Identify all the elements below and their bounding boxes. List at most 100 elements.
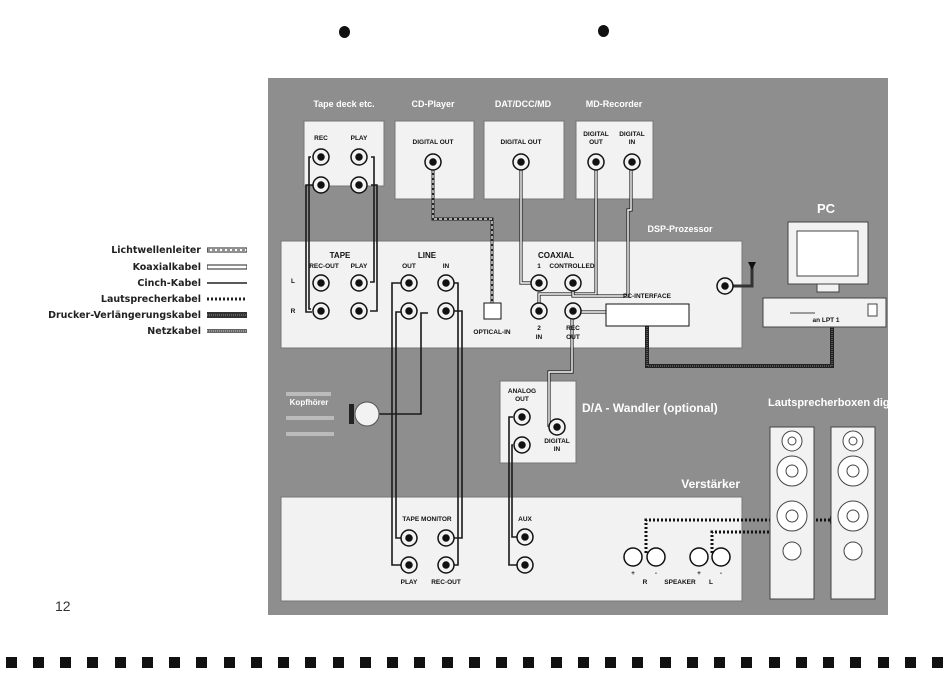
binding-square xyxy=(333,657,344,668)
binding-square xyxy=(932,657,943,668)
speaker-l-plus-label: + xyxy=(697,570,701,577)
binding-square xyxy=(496,657,507,668)
binding-square xyxy=(687,657,698,668)
md-digital-label-2: DIGITAL xyxy=(619,131,645,138)
legend-swatch-power xyxy=(207,329,247,333)
binding-square xyxy=(224,657,235,668)
legend-label: Lichtwellenleiter xyxy=(111,244,201,256)
binding-square xyxy=(469,657,480,668)
dsp-controlled-label: CONTROLLED xyxy=(549,263,594,270)
speakers-title: Lautsprecherboxen digital 1 / 2.1 xyxy=(768,397,939,409)
speaker-l-label: L xyxy=(709,579,713,586)
binding-square xyxy=(6,657,17,668)
amp-tape-monitor-label: TAPE MONITOR xyxy=(402,516,452,523)
md-out-label: OUT xyxy=(589,139,603,146)
md-recorder-title: MD-Recorder xyxy=(586,99,643,109)
dsp-rec-out-label: REC-OUT xyxy=(309,263,339,270)
pc-computer-icon xyxy=(762,221,887,328)
page-number: 12 xyxy=(55,598,71,614)
dat-title: DAT/DCC/MD xyxy=(495,99,552,109)
binding-square xyxy=(796,657,807,668)
legend-swatch-printer xyxy=(207,312,247,318)
legend-label: Netzkabel xyxy=(147,325,201,337)
dsp-line-out-label: OUT xyxy=(402,263,416,270)
binding-square xyxy=(741,657,752,668)
binding-square xyxy=(278,657,289,668)
dsp-r-label: R xyxy=(291,308,296,315)
dsp-l-label: L xyxy=(291,278,295,285)
binding-square xyxy=(305,657,316,668)
binder-hole-left xyxy=(339,26,350,38)
speaker-label: SPEAKER xyxy=(664,579,696,586)
legend-swatch-cinch xyxy=(207,282,247,284)
headphone-jack-icon xyxy=(354,401,380,427)
binding-square xyxy=(142,657,153,668)
dsp-coax-in-label: IN xyxy=(536,334,543,341)
binding-square xyxy=(387,657,398,668)
binding-square xyxy=(578,657,589,668)
binding-square xyxy=(823,657,834,668)
legend-swatch-speaker xyxy=(207,297,247,301)
cd-player-title: CD-Player xyxy=(411,99,455,109)
headphone-plug-icon xyxy=(349,404,354,424)
legend-power: Netzkabel xyxy=(147,324,247,338)
binding-square xyxy=(196,657,207,668)
speaker-r-label: R xyxy=(643,579,648,586)
dac-digital-label: DIGITAL xyxy=(544,438,570,445)
md-digital-label-1: DIGITAL xyxy=(583,131,609,138)
binding-square xyxy=(632,657,643,668)
amp-aux-label: AUX xyxy=(518,516,532,523)
binding-square xyxy=(905,657,916,668)
binding-square xyxy=(769,657,780,668)
headphone-title: Kopfhörer xyxy=(290,398,329,407)
pc-lpt-label: an LPT 1 xyxy=(812,317,839,324)
binding-square xyxy=(605,657,616,668)
legend-label: Cinch-Kabel xyxy=(137,277,201,289)
speaker-r-minus-label: - xyxy=(655,570,657,577)
jacks xyxy=(312,148,734,574)
legend-label: Lautsprecherkabel xyxy=(100,293,201,305)
dsp-optical-in-label: OPTICAL-IN xyxy=(473,329,510,336)
legend-label: Koaxialkabel xyxy=(132,261,201,273)
dat-digital-out-label: DIGITAL OUT xyxy=(501,139,542,146)
speaker-box-right xyxy=(830,426,876,600)
legend-label: Drucker-Verlängerungskabel xyxy=(48,309,201,321)
binding-square xyxy=(33,657,44,668)
binding-square xyxy=(523,657,534,668)
legend-swatch-coax xyxy=(207,264,247,270)
binding-square xyxy=(714,657,725,668)
binding-square xyxy=(551,657,562,668)
binding-square xyxy=(442,657,453,668)
amp-play-label: PLAY xyxy=(401,579,418,586)
dsp-play-label: PLAY xyxy=(351,263,368,270)
legend-coax: Koaxialkabel xyxy=(133,260,247,274)
binding-square xyxy=(60,657,71,668)
dsp-processor-box xyxy=(280,240,743,349)
binding-square xyxy=(87,657,98,668)
binding-square xyxy=(169,657,180,668)
tape-deck-title: Tape deck etc. xyxy=(313,99,374,109)
binding-square xyxy=(660,657,671,668)
dsp-coax-1-label: 1 xyxy=(537,263,541,270)
tape-deck-play-label: PLAY xyxy=(351,135,368,142)
legend-cinch: Cinch-Kabel xyxy=(137,276,247,290)
binding-square xyxy=(115,657,126,668)
cd-digital-out-label: DIGITAL OUT xyxy=(413,139,454,146)
speaker-l-minus-label: - xyxy=(720,570,722,577)
amplifier-title: Verstärker xyxy=(681,477,740,491)
binding-square xyxy=(850,657,861,668)
speaker-box-left xyxy=(769,426,815,600)
pc-title: PC xyxy=(817,201,836,216)
power-plug-icon xyxy=(748,262,756,270)
dsp-pc-interface-label: PC-INTERFACE xyxy=(623,293,672,300)
binding-square xyxy=(360,657,371,668)
dsp-coax-2-label: 2 xyxy=(537,325,541,332)
binding-square xyxy=(251,657,262,668)
dsp-rec-out-label-2: OUT xyxy=(566,334,580,341)
legend-speaker: Lautsprecherkabel xyxy=(101,292,247,306)
dat-box xyxy=(483,120,565,200)
legend-printer: Drucker-Verlängerungskabel xyxy=(48,308,247,322)
legend-swatch-optical xyxy=(207,247,247,253)
dac-in-label: IN xyxy=(554,446,561,453)
